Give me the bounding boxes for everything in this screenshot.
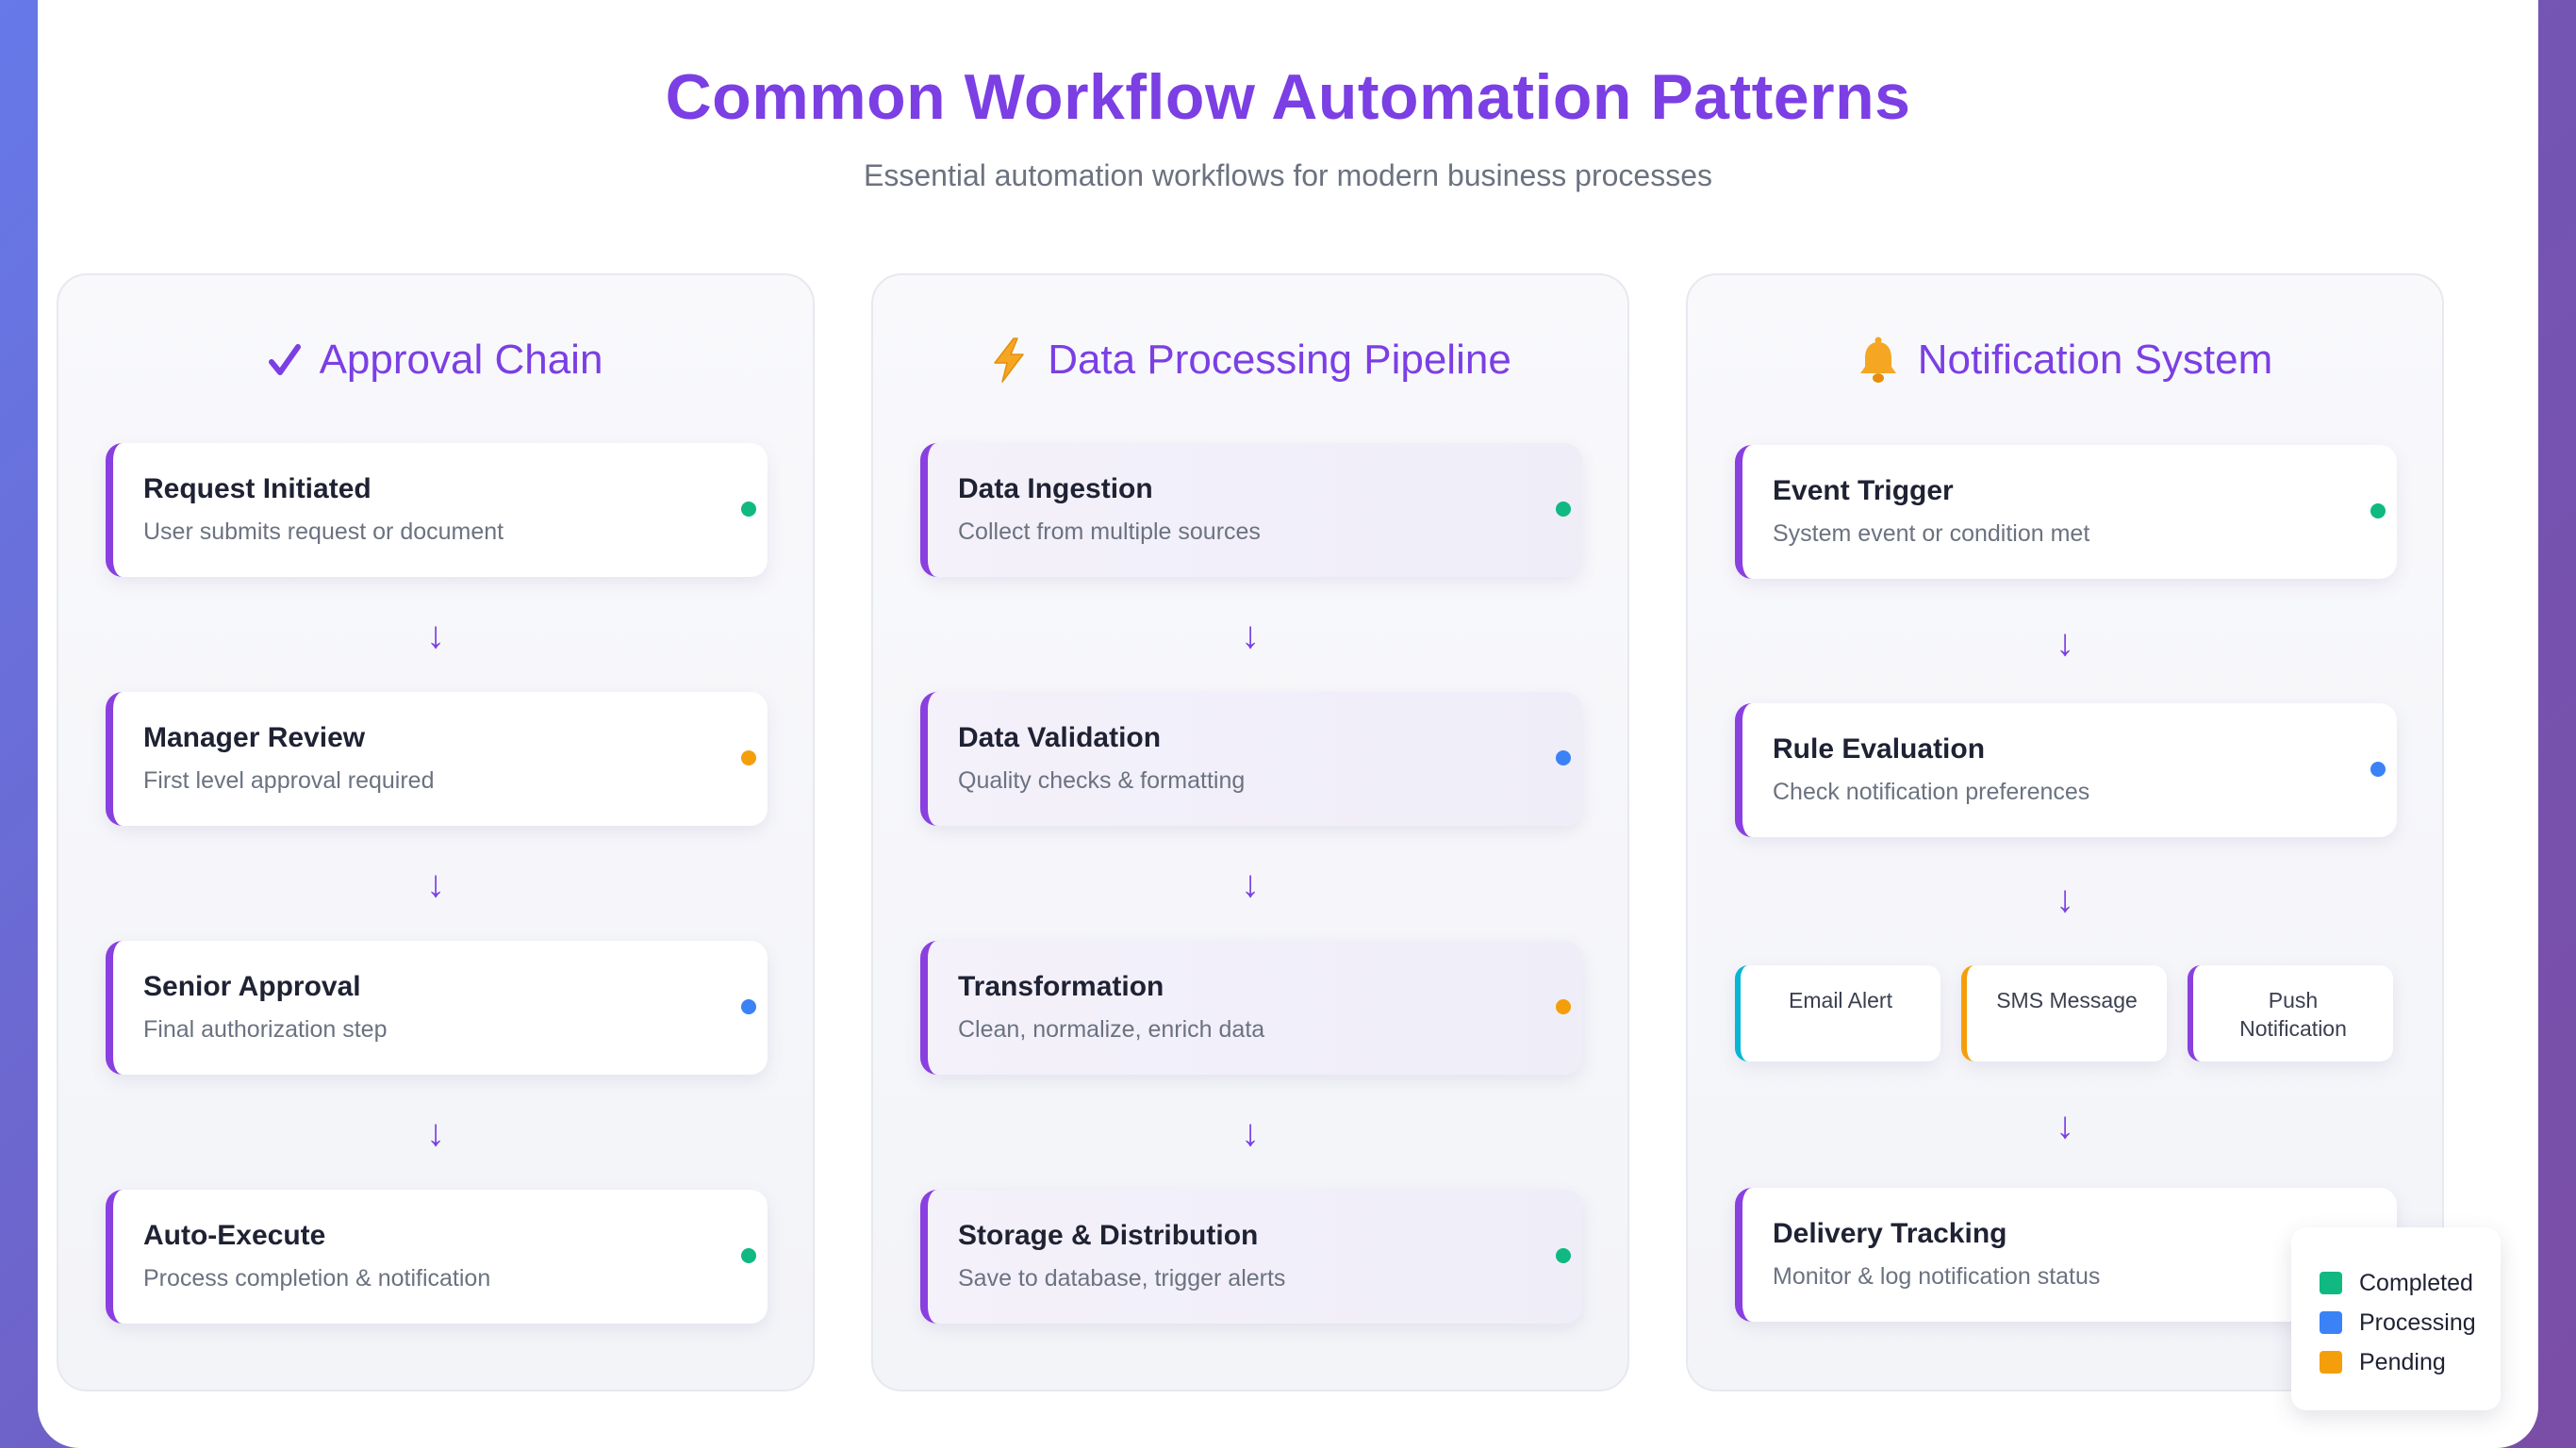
workflow-data-processing-pipeline: Data Processing Pipeline Data Ingestion … — [871, 273, 1629, 1391]
lightning-icon — [989, 332, 1029, 388]
status-dot-processing — [2370, 762, 2386, 777]
arrow-down-icon: ↓ — [2056, 622, 2074, 664]
workflow-header: Data Processing Pipeline — [873, 332, 1627, 388]
step-event-trigger[interactable]: Event Trigger System event or condition … — [1735, 445, 2397, 579]
step-request-initiated[interactable]: Request Initiated User submits request o… — [106, 443, 768, 577]
arrow-down-icon: ↓ — [2056, 879, 2074, 920]
channel-email-alert[interactable]: Email Alert — [1735, 965, 1940, 1061]
bell-icon — [1858, 332, 1899, 388]
step-manager-review[interactable]: Manager Review First level approval requ… — [106, 692, 768, 826]
step-name: Storage & Distribution — [958, 1220, 1259, 1251]
step-name: Manager Review — [143, 722, 366, 753]
legend-swatch — [2320, 1351, 2342, 1374]
step-name: Transformation — [958, 971, 1164, 1002]
status-dot-processing — [1556, 750, 1571, 765]
step-name: Request Initiated — [143, 473, 372, 504]
legend-swatch — [2320, 1311, 2342, 1334]
step-storage-distribution[interactable]: Storage & Distribution Save to database,… — [920, 1190, 1582, 1324]
step-name: Data Ingestion — [958, 473, 1153, 504]
legend-item-pending: Pending — [2320, 1342, 2501, 1382]
legend-item-completed: Completed — [2320, 1263, 2501, 1303]
step-description: System event or condition met — [1773, 520, 2090, 547]
arrow-down-icon: ↓ — [426, 615, 445, 656]
step-description: Collect from multiple sources — [958, 518, 1261, 545]
step-description: Quality checks & formatting — [958, 767, 1246, 794]
workflow-title: Data Processing Pipeline — [1048, 337, 1511, 383]
arrow-down-icon: ↓ — [426, 864, 445, 905]
workflow-header: Approval Chain — [58, 332, 813, 388]
step-description: Final authorization step — [143, 1016, 388, 1043]
step-description: User submits request or document — [143, 518, 504, 545]
step-name: Rule Evaluation — [1773, 733, 1986, 765]
step-senior-approval[interactable]: Senior Approval Final authorization step — [106, 941, 768, 1075]
status-dot-processing — [741, 999, 756, 1014]
status-dot-completed — [1556, 502, 1571, 517]
channel-sms-message[interactable]: SMS Message — [1961, 965, 2167, 1061]
step-description: Monitor & log notification status — [1773, 1263, 2101, 1290]
workflow-title: Notification System — [1917, 337, 2273, 383]
legend-label: Processing — [2359, 1308, 2476, 1336]
workflow-notification-system: Notification System Event Trigger System… — [1686, 273, 2444, 1391]
arrow-down-icon: ↓ — [1241, 864, 1260, 905]
workflow-approval-chain: Approval Chain Request Initiated User su… — [57, 273, 815, 1391]
step-delivery-tracking[interactable]: Delivery Tracking Monitor & log notifica… — [1735, 1188, 2397, 1322]
step-description: Check notification preferences — [1773, 779, 2090, 805]
step-name: Auto-Execute — [143, 1220, 326, 1251]
step-name: Data Validation — [958, 722, 1162, 753]
step-description: Save to database, trigger alerts — [958, 1265, 1286, 1292]
channel-push-notification[interactable]: Push Notification — [2188, 965, 2393, 1061]
status-dot-completed — [2370, 503, 2386, 518]
legend-swatch — [2320, 1272, 2342, 1294]
step-data-ingestion[interactable]: Data Ingestion Collect from multiple sou… — [920, 443, 1582, 577]
step-description: Clean, normalize, enrich data — [958, 1016, 1265, 1043]
workflow-title: Approval Chain — [319, 337, 603, 383]
page-title: Common Workflow Automation Patterns — [665, 61, 1911, 133]
legend-label: Pending — [2359, 1348, 2446, 1375]
status-dot-completed — [741, 502, 756, 517]
step-transformation[interactable]: Transformation Clean, normalize, enrich … — [920, 941, 1582, 1075]
legend-item-processing: Processing — [2320, 1303, 2501, 1342]
arrow-down-icon: ↓ — [1241, 1112, 1260, 1154]
step-description: Process completion & notification — [143, 1265, 491, 1292]
status-dot-completed — [741, 1248, 756, 1263]
workflow-header: Notification System — [1688, 332, 2442, 388]
status-dot-pending — [741, 750, 756, 765]
status-dot-pending — [1556, 999, 1571, 1014]
arrow-down-icon: ↓ — [2056, 1105, 2074, 1146]
arrow-down-icon: ↓ — [426, 1112, 445, 1154]
step-data-validation[interactable]: Data Validation Quality checks & formatt… — [920, 692, 1582, 826]
step-name: Event Trigger — [1773, 475, 1954, 506]
step-description: First level approval required — [143, 767, 435, 794]
status-legend: Completed Processing Pending — [2291, 1227, 2501, 1410]
step-rule-evaluation[interactable]: Rule Evaluation Check notification prefe… — [1735, 703, 2397, 837]
status-dot-completed — [1556, 1248, 1571, 1263]
step-name: Delivery Tracking — [1773, 1218, 2007, 1249]
legend-label: Completed — [2359, 1269, 2473, 1296]
step-auto-execute[interactable]: Auto-Execute Process completion & notifi… — [106, 1190, 768, 1324]
page-subtitle: Essential automation workflows for moder… — [864, 158, 1712, 192]
arrow-down-icon: ↓ — [1241, 615, 1260, 656]
step-name: Senior Approval — [143, 971, 361, 1002]
checkmark-icon — [268, 332, 301, 388]
